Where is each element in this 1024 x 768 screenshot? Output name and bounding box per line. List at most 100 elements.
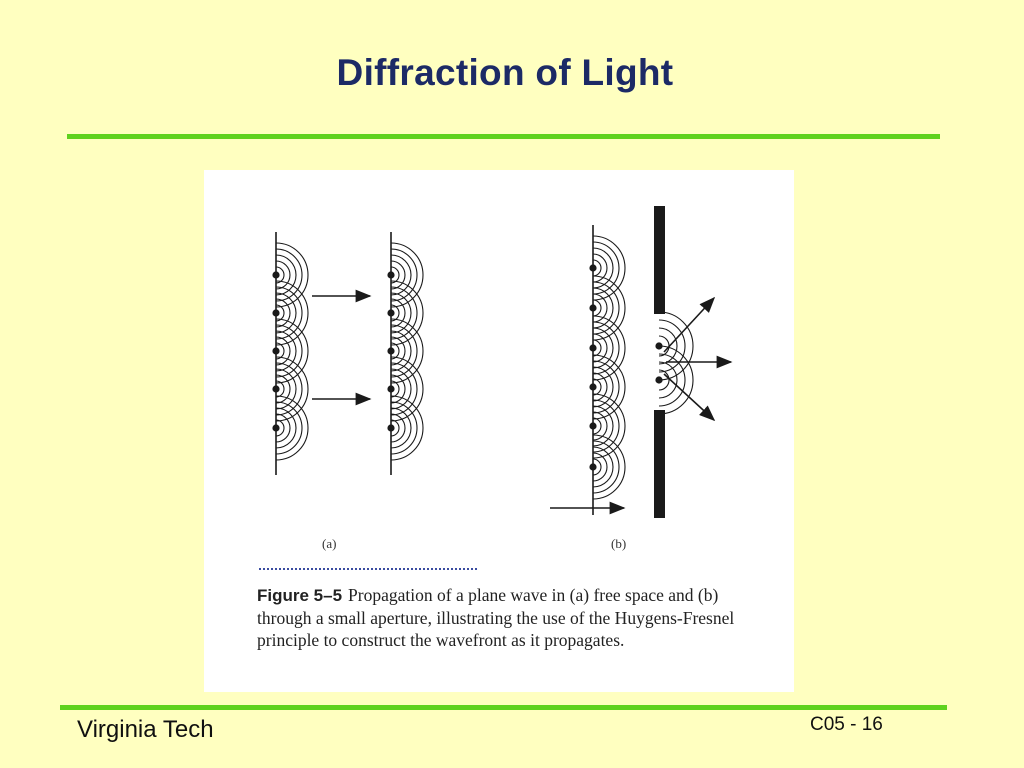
wavelet-arc xyxy=(275,280,309,346)
wavelet-arc xyxy=(658,345,694,415)
figure-caption-text: Propagation of a plane wave in (a) free … xyxy=(257,585,735,650)
wavelet-arc xyxy=(592,446,614,488)
wavelet-arc xyxy=(592,411,608,441)
wavelet-arc xyxy=(275,286,303,340)
wavelet-arc xyxy=(390,401,418,455)
propagation-arrow xyxy=(663,373,716,422)
wavelet-arc xyxy=(390,324,418,378)
wavelet-arc xyxy=(390,362,418,416)
slide-title: Diffraction of Light xyxy=(336,52,674,93)
wavelet-arc xyxy=(592,247,614,289)
wavelet-arc xyxy=(390,330,412,372)
wavelet-arc xyxy=(275,304,285,322)
source-point xyxy=(589,422,597,430)
wavelet-arc xyxy=(275,413,291,443)
wavelet-arc xyxy=(275,356,309,422)
figure-caption-label: Figure 5–5 xyxy=(257,586,343,605)
wavelet-arc xyxy=(658,319,686,373)
wavelet-arc xyxy=(592,366,614,408)
wavelet-arc xyxy=(275,342,285,360)
wavelet-arc xyxy=(390,395,424,461)
wavelet-arc xyxy=(658,369,670,391)
wavelet-arc xyxy=(275,324,303,378)
wavelet-arc xyxy=(592,281,620,335)
caption-dotted-rule xyxy=(259,568,477,570)
aperture-barrier-bottom xyxy=(654,410,665,518)
wavelet-arc xyxy=(275,318,309,384)
wavelet-arc xyxy=(275,401,303,455)
wavelet-arc xyxy=(390,286,418,340)
source-point xyxy=(387,424,395,432)
propagation-arrow xyxy=(663,296,716,353)
wavelet-arc xyxy=(592,259,602,277)
wavelet-arc xyxy=(592,275,626,341)
wavelet-arc xyxy=(592,440,620,494)
source-point xyxy=(272,347,280,355)
wavelet-arc xyxy=(390,248,418,302)
wavelet-arc xyxy=(390,356,424,422)
wavelet-arc xyxy=(390,342,400,360)
wavelet-arc xyxy=(390,413,406,443)
wavelet-arc xyxy=(592,299,602,317)
footer-organization: Virginia Tech xyxy=(77,716,214,743)
source-point xyxy=(589,463,597,471)
bottom-divider xyxy=(60,705,947,710)
wavelet-arc xyxy=(275,248,303,302)
wavelet-arc xyxy=(390,292,412,334)
wavelet-arc xyxy=(592,253,608,283)
wavelet-arc xyxy=(390,318,424,384)
wavelet-arc xyxy=(592,293,608,323)
source-point xyxy=(387,271,395,279)
source-point xyxy=(589,344,597,352)
source-point xyxy=(589,383,597,391)
wavelet-arc xyxy=(592,287,614,329)
source-point xyxy=(589,304,597,312)
panel-b-aperture xyxy=(550,206,733,518)
wavelet-arc xyxy=(275,407,297,449)
wavelet-arc xyxy=(390,419,400,437)
wavelet-arc xyxy=(390,280,424,346)
top-divider xyxy=(67,134,940,139)
wavelet-arc xyxy=(275,242,309,308)
panel-a-free-space xyxy=(272,232,424,475)
wavelet-arc xyxy=(592,354,626,420)
wavelet-arc xyxy=(275,395,309,461)
wavelet-arc xyxy=(592,458,602,476)
wavelet-arc xyxy=(275,292,297,334)
wavelet-arc xyxy=(592,452,608,482)
sublabel-a: (a) xyxy=(322,536,337,551)
source-point xyxy=(387,385,395,393)
wavelet-arc xyxy=(390,266,400,284)
wavelet-arc xyxy=(592,360,620,414)
sublabel-b: (b) xyxy=(611,536,627,551)
wavelet-arc xyxy=(390,304,400,322)
wavelet-arc xyxy=(275,362,303,416)
wavelet-arc xyxy=(390,242,424,308)
wavelet-arc xyxy=(592,417,602,435)
wavelet-arc xyxy=(390,407,412,449)
source-point xyxy=(272,385,280,393)
wavelet-arc xyxy=(592,393,626,459)
wavelet-arc xyxy=(390,368,412,410)
slide-number: C05 - 16 xyxy=(810,714,883,735)
source-point xyxy=(272,424,280,432)
wavelet-arc xyxy=(592,235,626,301)
wavelet-arc xyxy=(592,434,626,500)
wavelet-arc xyxy=(275,330,297,372)
wavelet-arc xyxy=(390,254,412,296)
wavelet-arc xyxy=(658,353,686,407)
huygens-diagram xyxy=(272,206,733,518)
wavelet-arc xyxy=(658,361,678,399)
source-point xyxy=(589,264,597,272)
source-point xyxy=(272,309,280,317)
aperture-barrier-top xyxy=(654,206,665,314)
wavelet-arc xyxy=(275,254,297,296)
wavelet-arc xyxy=(592,241,620,295)
source-point xyxy=(387,309,395,317)
wavelet-arc xyxy=(592,405,614,447)
wavelet-arc xyxy=(592,321,620,375)
wavelet-arc xyxy=(592,315,626,381)
source-point xyxy=(272,271,280,279)
